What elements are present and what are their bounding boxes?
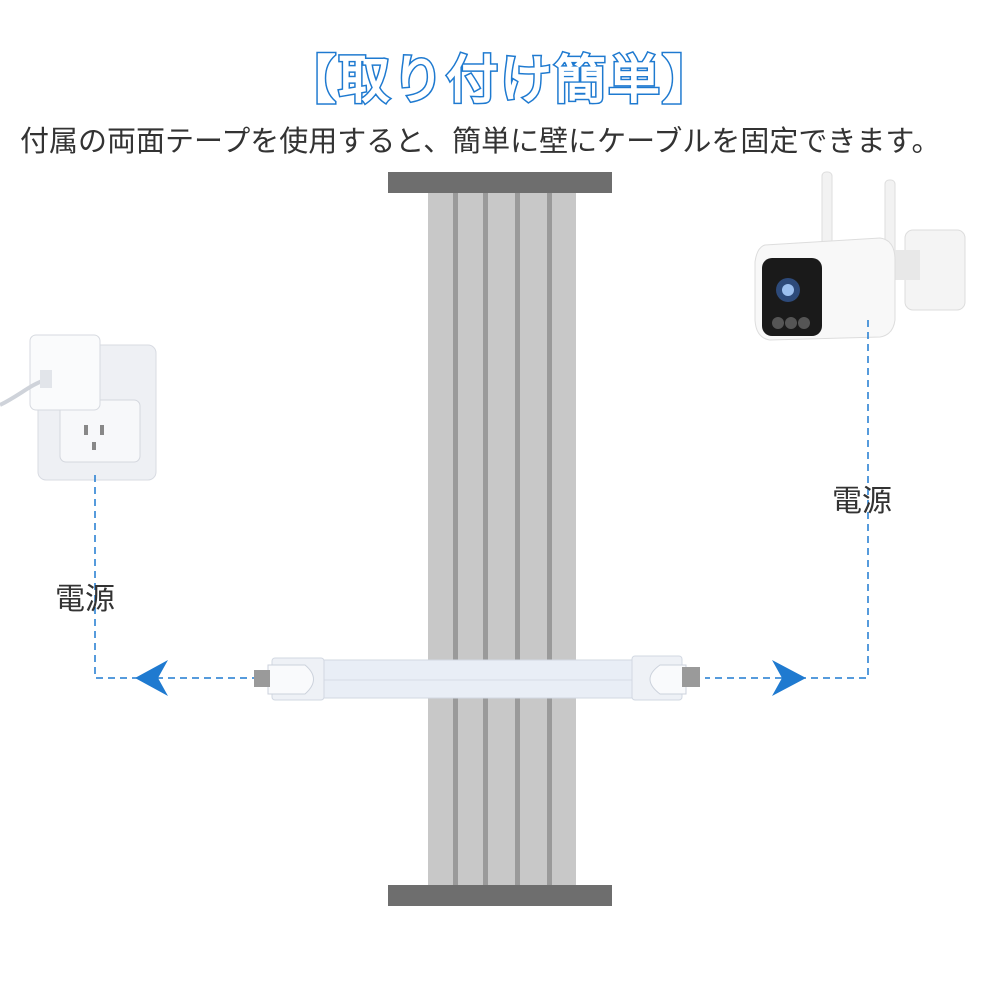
subtitle: 付属の両面テープを使用すると、簡単に壁にケーブルを固定できます。 (20, 124, 941, 158)
right-power-label: 電源 (832, 484, 892, 519)
arrow-left-icon (135, 660, 168, 696)
security-camera-image (754, 171, 966, 341)
flat-cable-image (254, 655, 700, 701)
window-frame (388, 172, 612, 906)
arrow-right-icon (772, 660, 806, 696)
page-title: 【取り付け簡単】 (282, 50, 716, 113)
power-adapter-image (0, 334, 157, 481)
left-power-label: 電源 (55, 582, 115, 617)
